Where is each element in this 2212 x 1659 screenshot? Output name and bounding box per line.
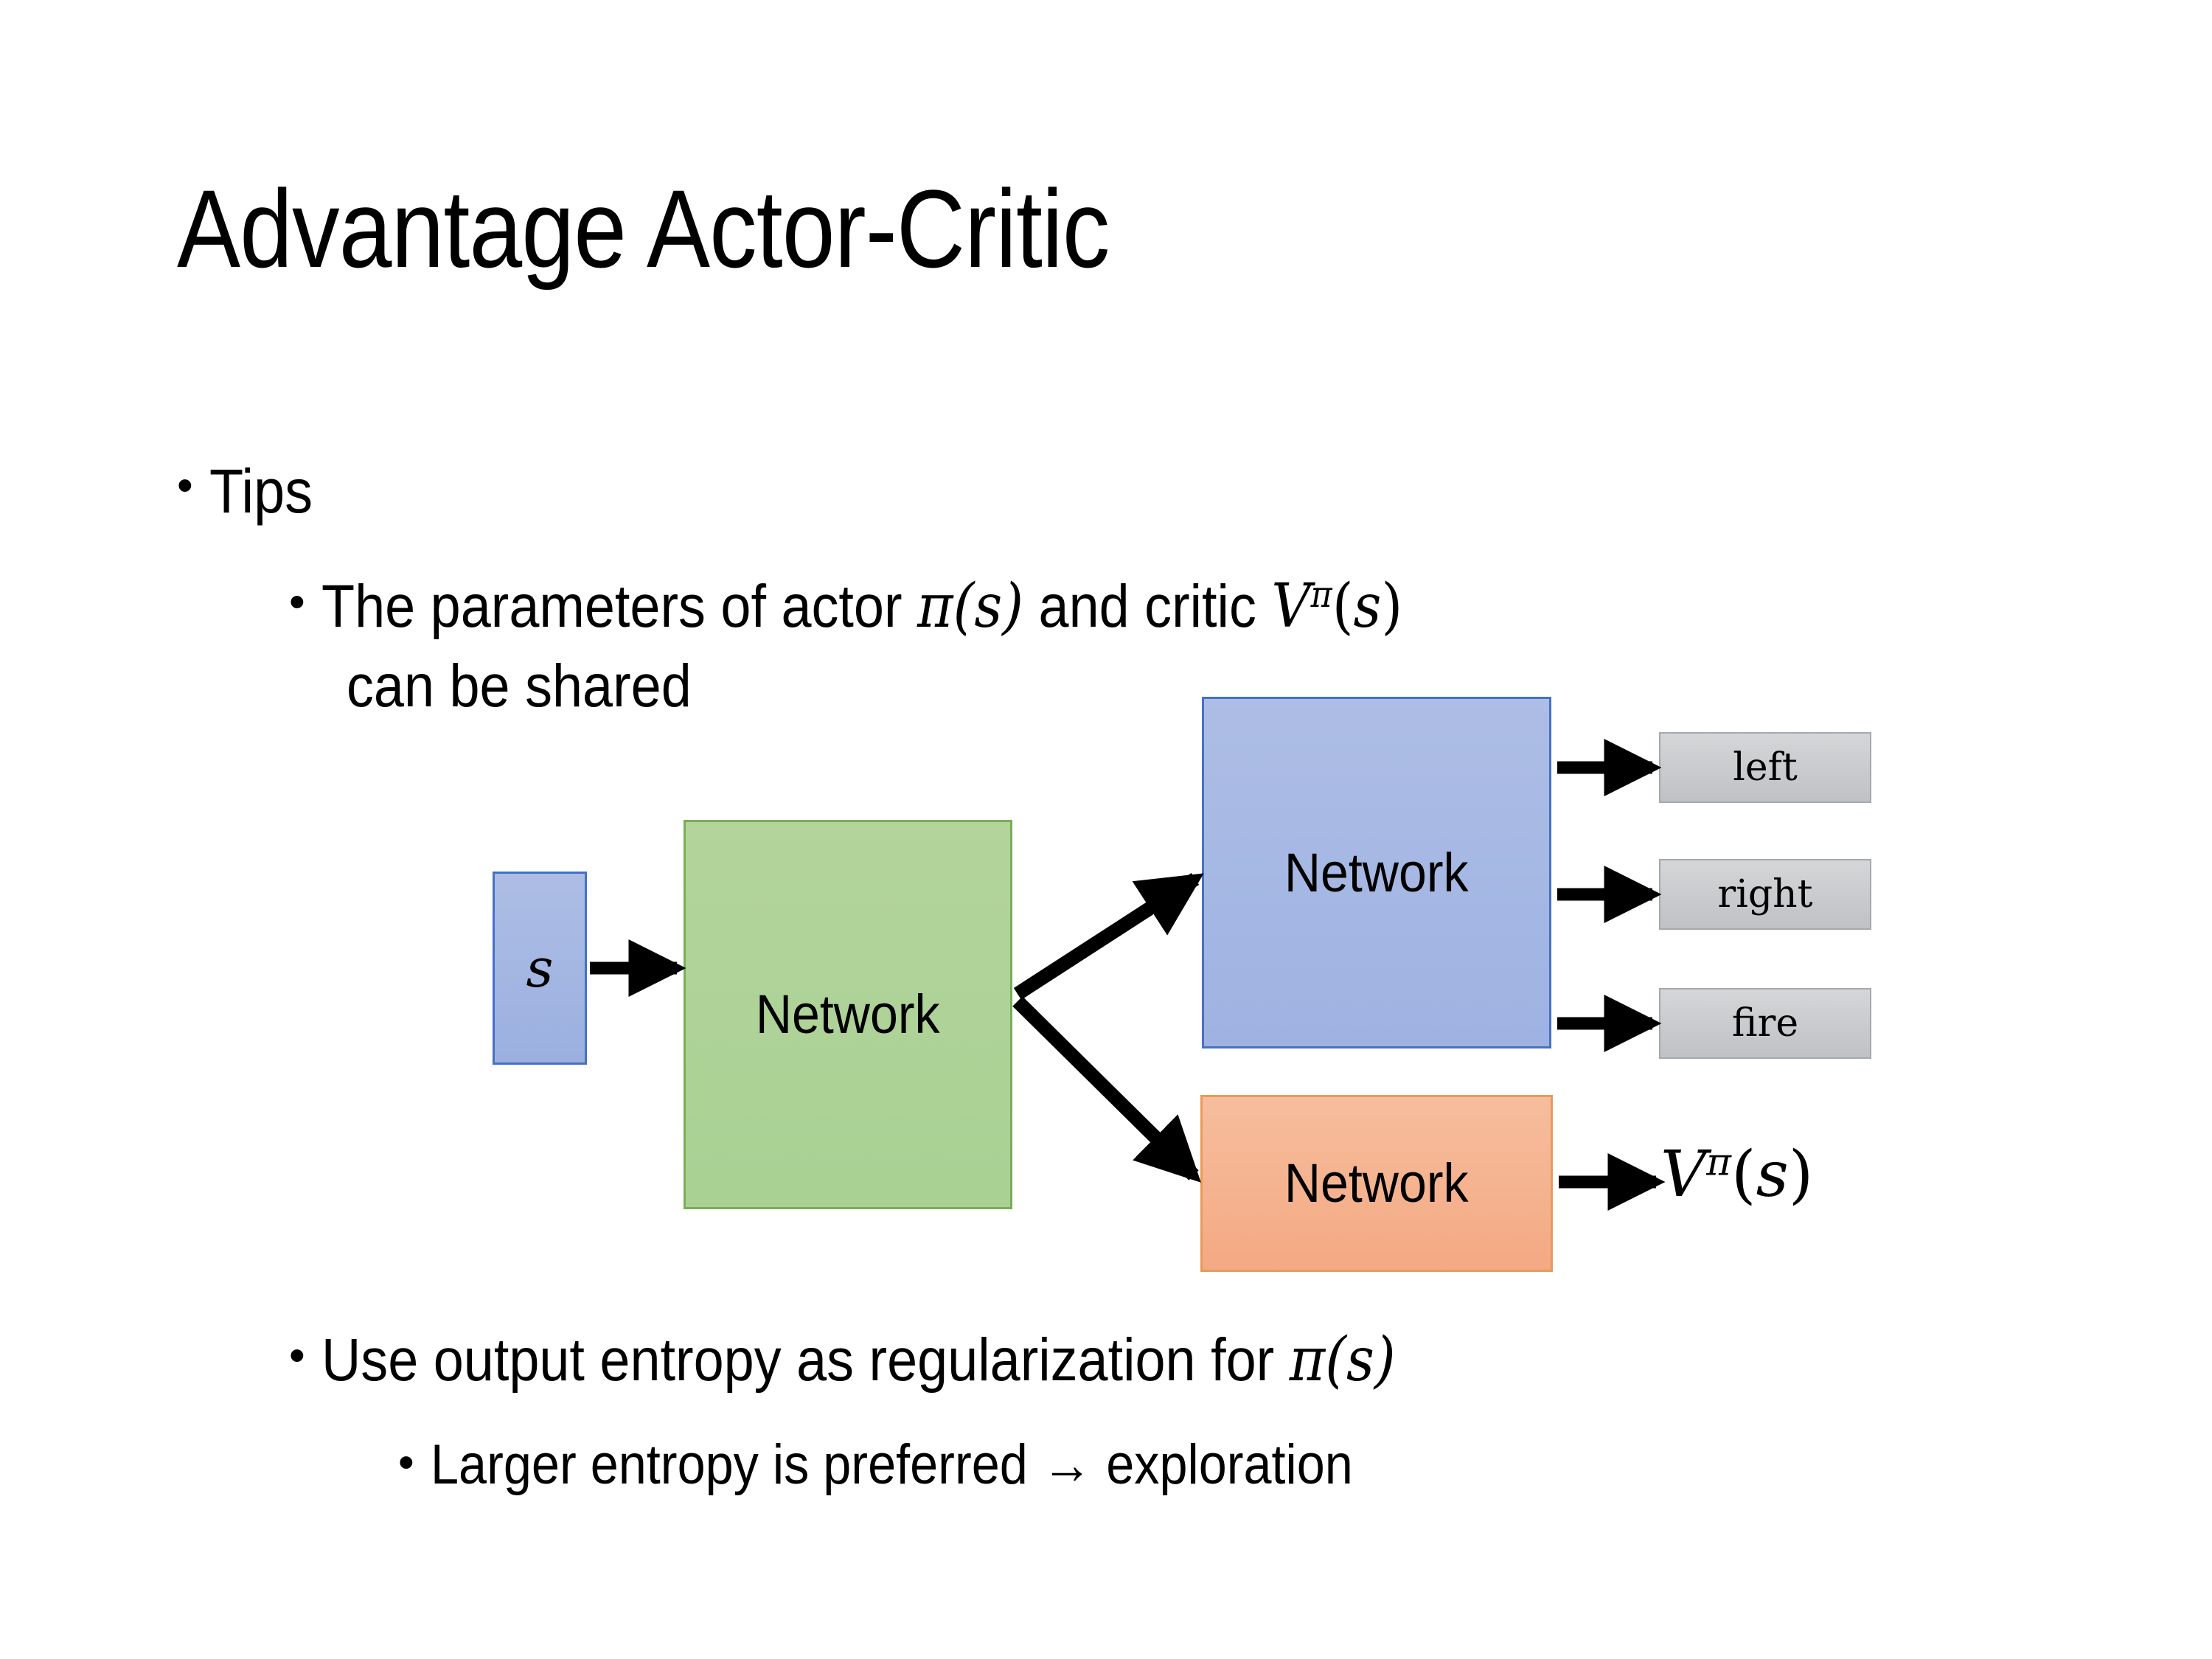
bullet-shared-parameters-label: The parameters of actor π(s) and critic … (321, 571, 1402, 641)
params-text-pre: The parameters of actor (321, 573, 917, 640)
bullet-can-be-shared: can be shared (347, 653, 730, 720)
bullet-entropy-regularization-label: Use output entropy as regularization for… (321, 1325, 1396, 1395)
action-box-right: right (1659, 859, 1871, 930)
params-text-mid: and critic (1023, 573, 1272, 640)
bullet-can-be-shared-label: can be shared (347, 653, 692, 720)
bullet-larger-entropy-label: Larger entropy is preferred → exploratio… (430, 1433, 1353, 1496)
node-state-label: s (526, 937, 554, 999)
node-shared-network-label: Network (756, 984, 940, 1045)
node-actor-network-label: Network (1284, 841, 1469, 903)
action-box-fire: fire (1659, 988, 1871, 1059)
bullet-larger-entropy: • Larger entropy is preferred → explorat… (398, 1434, 1455, 1496)
node-state-input: s (493, 872, 587, 1065)
arrow-shared-to-critic (1012, 996, 1201, 1183)
bullet-entropy-regularization: • Use output entropy as regularization f… (289, 1325, 1514, 1395)
bullet-tips: • Tips (177, 456, 324, 526)
page-title: Advantage Actor-Critic (177, 167, 1110, 291)
math-pi-of-s: π(s) (1289, 1325, 1396, 1395)
entropy-text-pre: Use output entropy as regularization for (321, 1326, 1290, 1394)
bullet-tips-label: Tips (209, 456, 313, 526)
action-box-left: left (1659, 732, 1871, 803)
math-v-pi-of-s: Vπ(s) (1271, 571, 1402, 641)
bullet-dot-icon: • (289, 1330, 305, 1381)
arrow-shared-to-actor (1013, 873, 1204, 1000)
bullet-dot-icon: • (289, 577, 305, 627)
node-critic-network: Network (1200, 1095, 1553, 1272)
bullet-dot-icon: • (398, 1437, 414, 1488)
math-pi-of-s: π(s) (917, 571, 1023, 641)
node-critic-network-label: Network (1284, 1152, 1469, 1214)
node-actor-network: Network (1202, 697, 1551, 1048)
bullet-shared-parameters: • The parameters of actor π(s) and criti… (289, 571, 1523, 641)
value-output-label: Vπ(s) (1660, 1138, 1814, 1211)
action-box-right-label: right (1717, 872, 1813, 917)
node-shared-network: Network (684, 820, 1012, 1209)
bullet-dot-icon: • (177, 460, 193, 511)
action-box-left-label: left (1733, 745, 1798, 790)
action-box-fire-label: fire (1731, 1001, 1799, 1046)
